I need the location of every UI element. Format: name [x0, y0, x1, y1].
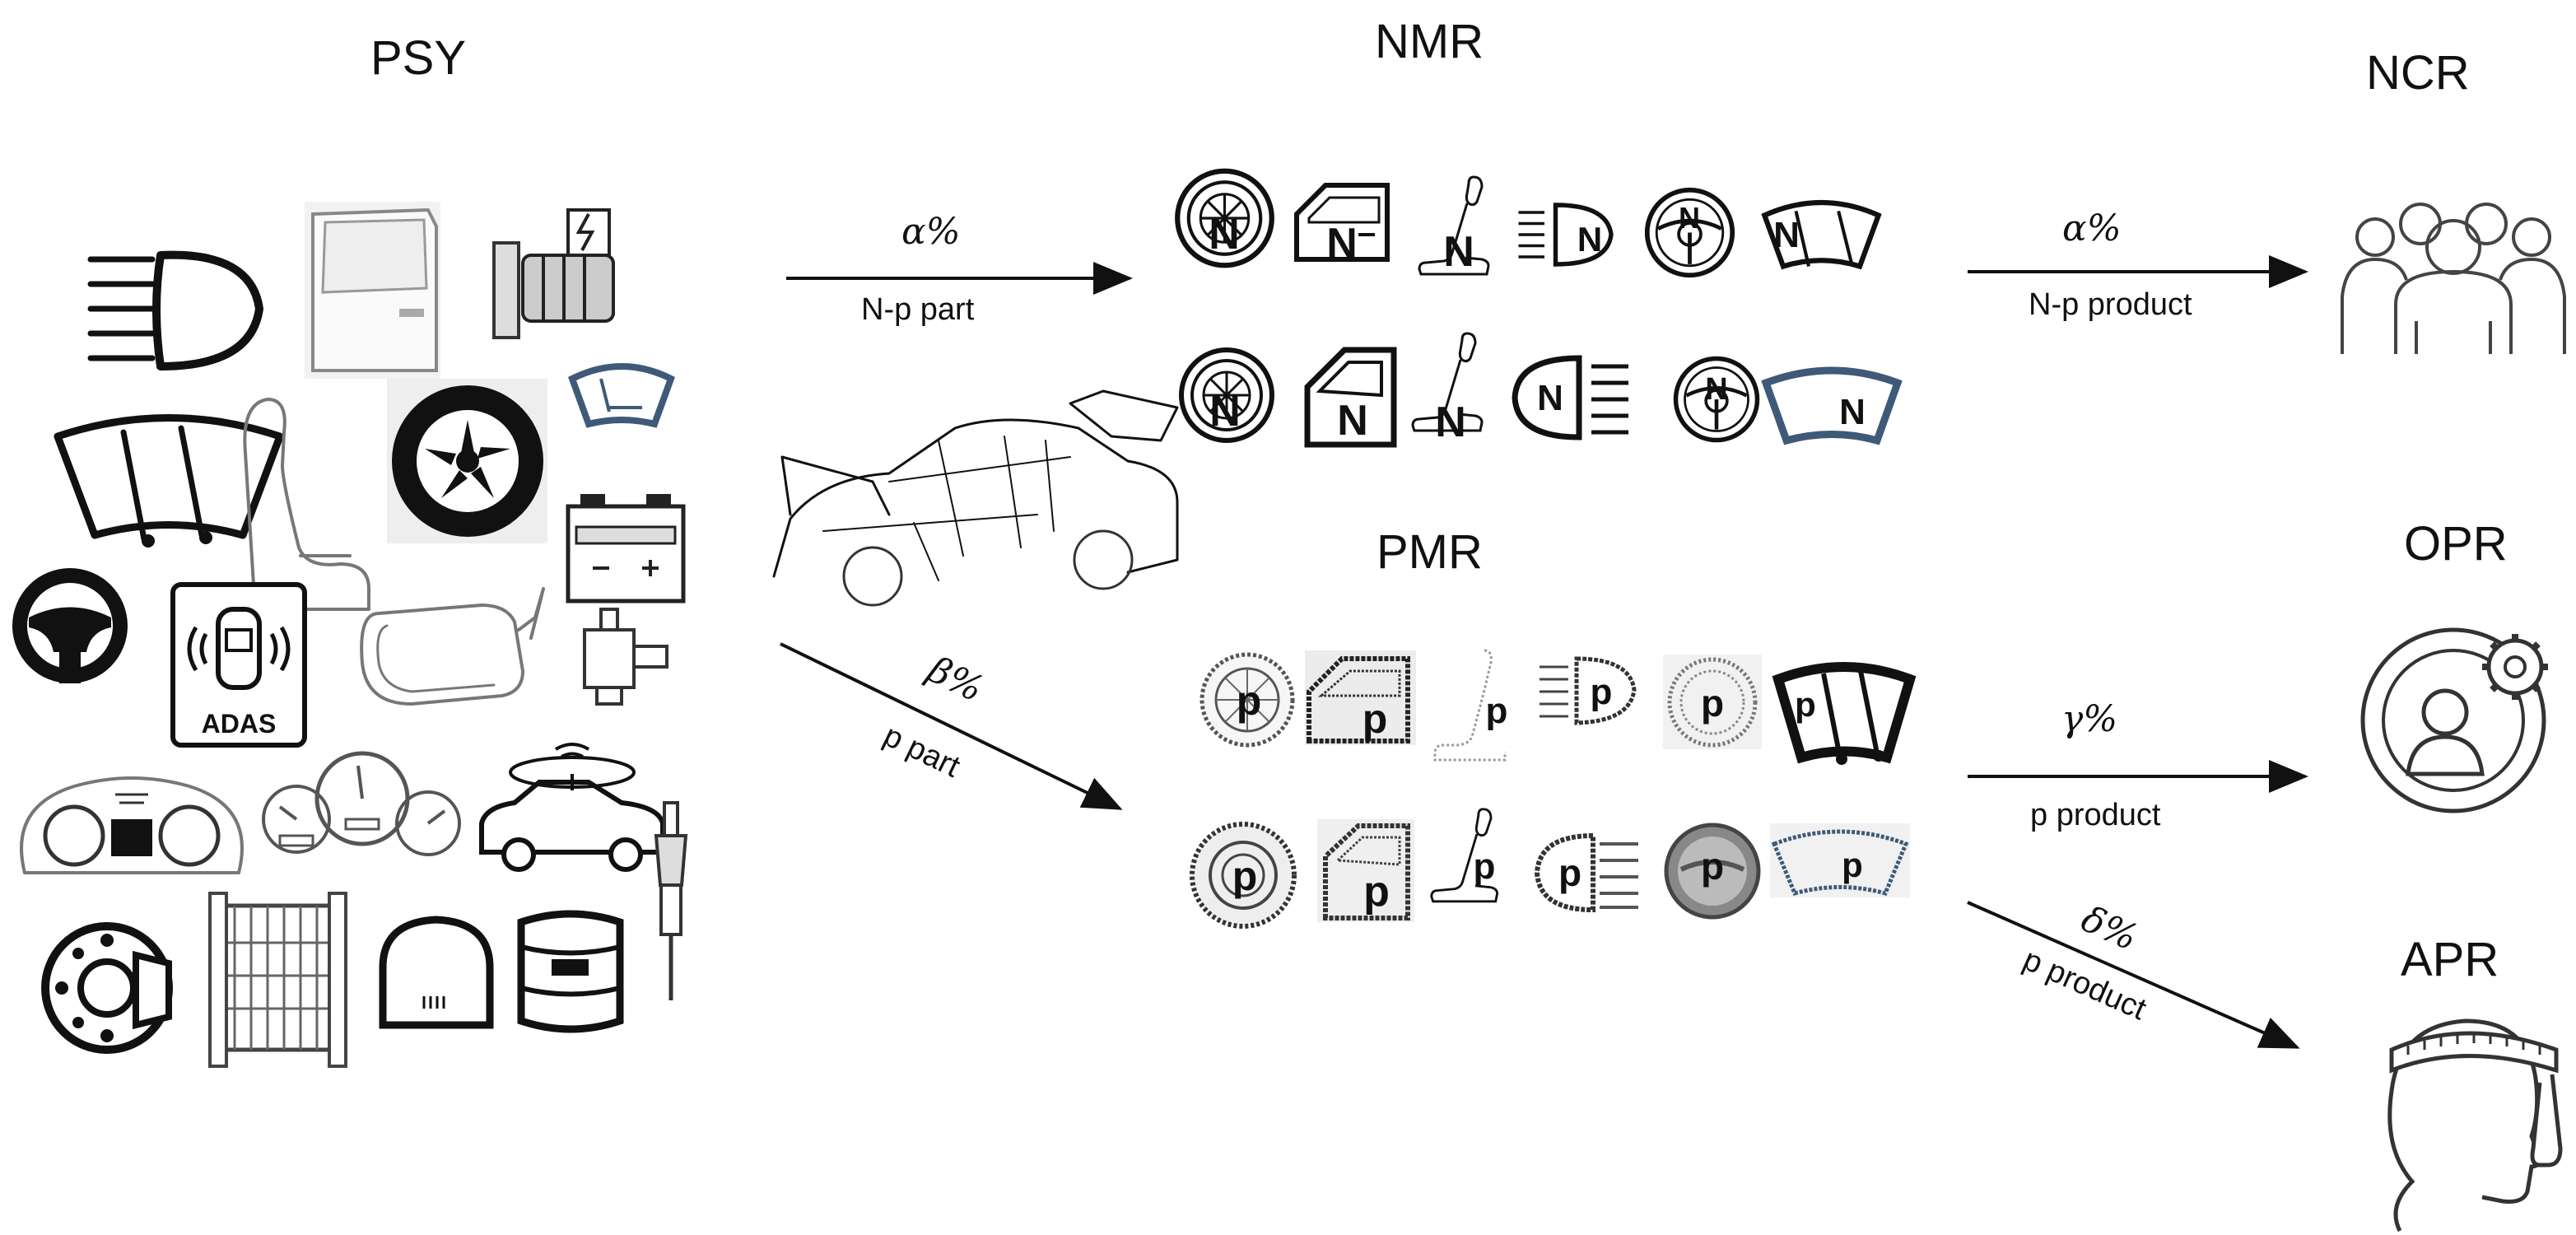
flow-percent-psy-pmr: β% — [920, 648, 990, 711]
svg-text:N: N — [1577, 220, 1602, 259]
steering-p-icon: p — [1663, 655, 1762, 749]
headlight-p-icon: p — [1540, 656, 1637, 725]
tire-n-icon: N — [1177, 171, 1272, 266]
svg-text:p: p — [1591, 672, 1613, 712]
tire-p-icon-2: p — [1190, 822, 1297, 929]
steering-n-icon-2: N — [1676, 359, 1758, 440]
rear-window-icon — [568, 363, 675, 428]
door-n-icon-2: N — [1304, 347, 1397, 448]
windshield-n-icon-2: N — [1761, 366, 1903, 445]
headlight-p-icon-2: p — [1534, 832, 1638, 913]
electric-motor-icon — [492, 208, 615, 339]
pmr-parts: p p p p p p — [1190, 649, 1917, 929]
radiator-icon — [208, 892, 347, 1068]
svg-text:p: p — [1701, 682, 1724, 725]
speedometer-icon — [262, 751, 461, 856]
car-teardown-illustration — [772, 389, 1179, 607]
psy-title: PSY — [370, 31, 466, 85]
svg-text:N: N — [1443, 228, 1474, 276]
svg-text:N: N — [1435, 398, 1466, 446]
apr-title: APR — [2401, 933, 2499, 986]
flow-label-nmr-ncr: N-p product — [2029, 287, 2192, 322]
windshield-n-icon: N — [1764, 203, 1878, 267]
arrow-psy-pmr — [780, 642, 1123, 810]
opr-title: OPR — [2404, 517, 2508, 571]
flow-percent-nmr-ncr: α% — [2062, 207, 2122, 249]
spark-plug-icon — [654, 801, 688, 1000]
car-seat-icon — [243, 398, 370, 611]
svg-text:p: p — [1558, 851, 1581, 894]
door-p-icon-2: p — [1317, 819, 1414, 922]
seat-p-icon-2: p — [1429, 807, 1499, 903]
steering-wheel-icon — [12, 568, 128, 683]
svg-text:N: N — [1537, 378, 1563, 418]
svg-text:p: p — [1237, 678, 1262, 724]
flow-psy-pmr: β% p part — [780, 642, 1123, 810]
battery-icon — [566, 494, 686, 604]
svg-text:N: N — [1705, 372, 1727, 407]
svg-text:p: p — [1363, 868, 1390, 916]
svg-text:p: p — [1474, 846, 1496, 887]
door-p-icon: p — [1305, 650, 1416, 745]
flow-percent-psy-nmr: α% — [901, 211, 961, 253]
svg-text:N: N — [1773, 215, 1800, 255]
flow-psy-nmr: α% N-p part — [786, 211, 1133, 327]
svg-text:N: N — [1679, 201, 1700, 235]
ncr-title: NCR — [2366, 46, 2470, 100]
svg-text:N: N — [1209, 211, 1240, 259]
flow-pmr-opr: γ% p product — [1968, 698, 2308, 832]
operator-gear-icon — [2360, 627, 2548, 813]
connected-car-icon — [479, 743, 665, 872]
adas-sensor-icon: ADAS — [170, 582, 307, 748]
nmr-title: NMR — [1375, 15, 1484, 68]
svg-text:p: p — [1701, 845, 1724, 888]
svg-text:N: N — [1326, 220, 1358, 268]
psy-parts: ADAS — [12, 202, 688, 1068]
seat-n-icon: N — [1418, 175, 1490, 276]
windshield-p-icon-2: p — [1770, 823, 1910, 897]
piston-icon — [517, 910, 624, 1033]
brake-disc-icon — [41, 922, 173, 1054]
flow-percent-pmr-opr: γ% — [2061, 698, 2117, 740]
wiper-windshield-icon — [54, 414, 284, 548]
windshield-p-icon: p — [1772, 662, 1917, 765]
fuel-pump-icon — [583, 608, 668, 706]
svg-text:p: p — [1363, 696, 1388, 742]
pmr-title: PMR — [1377, 525, 1483, 579]
door-n-icon: N — [1297, 185, 1387, 268]
flow-nmr-ncr: α% N-p product — [1968, 207, 2308, 322]
arrow-pmr-apr — [1967, 901, 2300, 1049]
tire-p-icon: p — [1199, 652, 1295, 748]
steering-n-icon: N — [1647, 190, 1733, 276]
headlight-n-icon-2: N — [1512, 355, 1628, 440]
car-door-icon — [305, 202, 440, 379]
svg-text:N: N — [1839, 392, 1866, 432]
nmr-parts: N N N N N N N N — [1177, 171, 1903, 448]
svg-text:N: N — [1337, 397, 1368, 445]
customers-group-icon — [2341, 203, 2566, 354]
side-mirror-icon — [360, 587, 545, 706]
seat-p-icon: p — [1433, 649, 1508, 762]
instrument-cluster-icon — [20, 776, 244, 874]
flow-label-psy-nmr: N-p part — [861, 292, 975, 327]
svg-text:p: p — [1486, 691, 1508, 731]
headlight-n-icon: N — [1519, 205, 1612, 264]
car-hood-icon — [379, 916, 494, 1029]
seat-n-icon-2: N — [1411, 332, 1484, 446]
tire-n-icon-2: N — [1181, 350, 1272, 440]
steering-p-icon-2: p — [1664, 823, 1761, 920]
head-measure-icon — [2387, 1018, 2563, 1233]
flow-pmr-apr: δ% p product — [1967, 898, 2300, 1049]
flow-label-pmr-opr: p product — [2030, 798, 2161, 832]
svg-text:N: N — [1209, 388, 1241, 436]
svg-text:p: p — [1842, 846, 1863, 884]
svg-text:p: p — [1795, 685, 1816, 724]
headlight-icon — [87, 250, 263, 370]
wheel-icon — [387, 379, 547, 543]
flow-percent-pmr-apr: δ% — [2075, 898, 2144, 959]
adas-label: ADAS — [202, 709, 277, 739]
svg-text:p: p — [1232, 853, 1258, 899]
